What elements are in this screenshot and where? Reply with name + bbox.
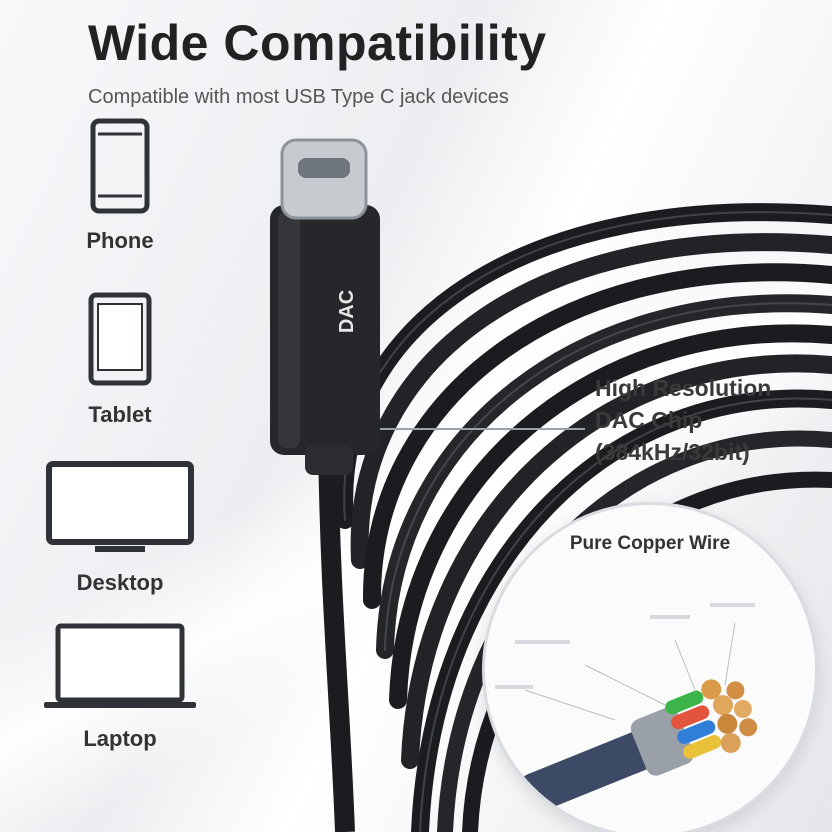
chip-line-1: High Resolution: [595, 375, 772, 401]
device-laptop: Laptop: [40, 622, 200, 752]
device-label: Tablet: [88, 402, 152, 427]
chip-line-2: DAC Chip: [595, 407, 703, 433]
copper-wire-title: Pure Copper Wire: [569, 533, 731, 554]
device-label: Laptop: [83, 726, 157, 751]
chip-callout: High Resolution DAC Chip (384kHz/32bit): [595, 372, 771, 468]
page-subtitle: Compatible with most USB Type C jack dev…: [88, 86, 509, 108]
copper-wire-illustration: [495, 603, 758, 813]
page-title: Wide Compatibility: [88, 15, 547, 71]
chip-line-3: (384kHz/32bit): [595, 439, 750, 465]
annotation-lines: [524, 622, 736, 721]
desktop-icon: [46, 461, 194, 552]
device-desktop: Desktop: [40, 460, 200, 596]
device-label: Desktop: [76, 570, 164, 595]
copper-wire-magnifier: Pure Copper Wire: [485, 505, 815, 832]
phone-icon: [90, 118, 150, 214]
wire-bundle: [516, 679, 758, 813]
laptop-icon: [44, 623, 196, 708]
chip-callout-line: [380, 428, 585, 430]
device-phone: Phone: [40, 118, 200, 254]
tablet-icon: [88, 292, 152, 386]
usb-c-plug: [280, 138, 368, 220]
device-label: Phone: [86, 228, 154, 253]
connector-dac-label: DAC: [336, 289, 359, 334]
device-tablet: Tablet: [40, 292, 200, 428]
cable-lead: [318, 439, 355, 832]
